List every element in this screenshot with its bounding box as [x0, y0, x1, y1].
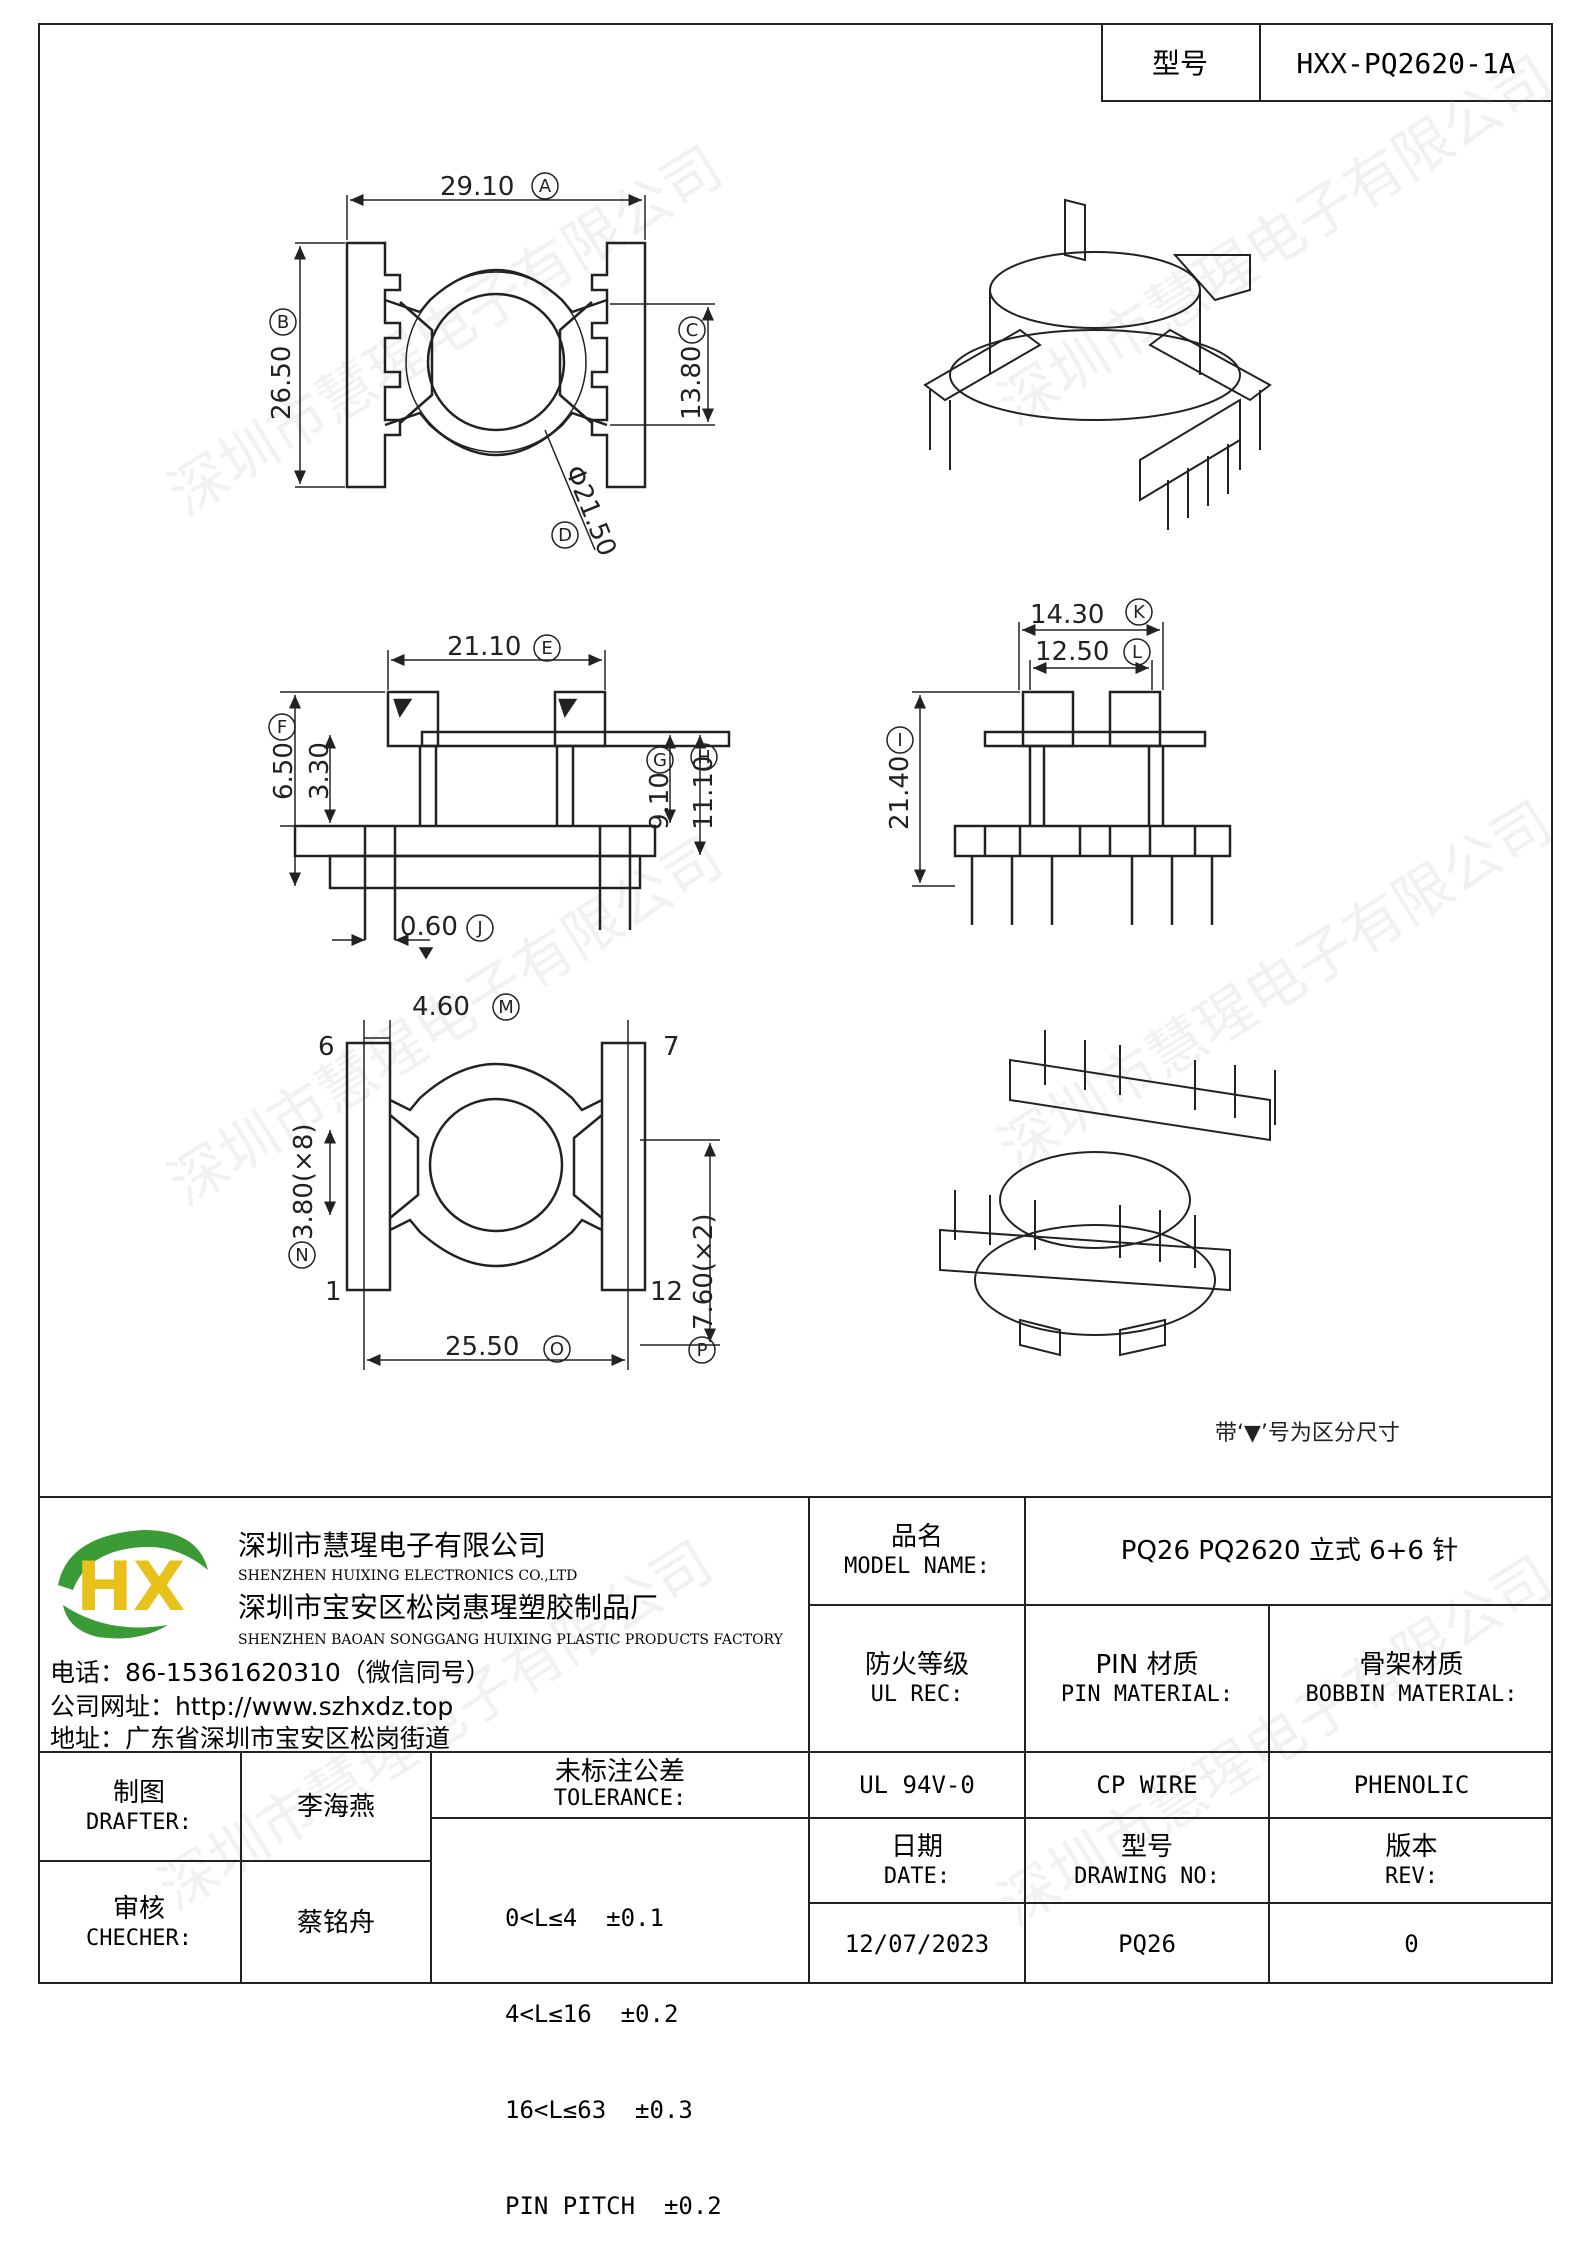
letter-l-marker: L: [1123, 638, 1151, 666]
date-value: 12/07/2023: [844, 1930, 990, 1958]
svg-text:M: M: [498, 997, 514, 1018]
dim-l: 12.50: [1035, 637, 1109, 667]
svg-text:O: O: [550, 1339, 564, 1360]
iso-view-bottom: [939, 1030, 1276, 1357]
model-header-box: [1101, 25, 1551, 102]
letter-c-marker: C: [678, 316, 706, 344]
dim-m: 4.60: [412, 992, 470, 1022]
bottom-view: [345, 1041, 647, 1292]
svg-text:N: N: [295, 1245, 308, 1266]
company-name-en: SHENZHEN HUIXING ELECTRONICS CO.,LTD: [238, 1568, 578, 1584]
svg-text:C: C: [686, 320, 699, 341]
tolerance-line: 4<L≤16 ±0.2: [505, 2000, 679, 2028]
model-name-value: PQ26 PQ2620 立式 6+6 针: [1120, 1536, 1459, 1566]
checker-name: 蔡铭舟: [296, 1908, 375, 1938]
dim-e: 21.10: [447, 632, 521, 662]
company-address: 地址：广东省深圳市宝安区松岗街道: [50, 1724, 451, 1753]
dim-j: 0.60: [400, 912, 458, 942]
company-website: 公司网址：http://www.szhxdz.top: [50, 1692, 454, 1721]
rev-value: 0: [1404, 1930, 1419, 1958]
company-name-cn: 深圳市慧瑆电子有限公司: [238, 1529, 547, 1562]
dim-o: 25.50: [445, 1332, 519, 1362]
drawing-no-value: PQ26: [1118, 1930, 1176, 1958]
pin-label-7: 7: [663, 1032, 680, 1062]
dim-b: 26.50: [267, 346, 297, 420]
letter-p-marker: P: [688, 1336, 716, 1364]
dim-i: 21.40: [885, 756, 915, 830]
note-text: 带‘▼’号为区分尺寸: [1215, 1421, 1400, 1446]
top-view: [345, 241, 647, 489]
dim-a: 29.10: [440, 172, 514, 202]
dim-f: 6.50: [269, 742, 299, 800]
svg-text:A: A: [539, 176, 552, 197]
letter-e-marker: E: [533, 634, 561, 662]
tolerance-line: PIN PITCH ±0.2: [505, 2192, 722, 2220]
tolerance-line: 0<L≤4 ±0.1: [505, 1904, 664, 1932]
dim-k: 14.30: [1030, 600, 1104, 630]
model-name-label: 品名 MODEL NAME:: [844, 1522, 990, 1579]
technical-drawing: 29.10 26.50 13.80 Φ21.50 21.10 6.50 3.30…: [267, 172, 1400, 1446]
dim-g: 9.10: [645, 772, 675, 830]
model-header-label: 型号: [1151, 46, 1208, 80]
factory-name-en: SHENZHEN BAOAN SONGGANG HUIXING PLASTIC …: [238, 1632, 783, 1648]
letter-i-marker: I: [886, 726, 914, 754]
letter-g-marker: G: [646, 746, 674, 774]
svg-text:F: F: [277, 717, 287, 738]
pin-material-value: CP WIRE: [1096, 1771, 1198, 1799]
svg-text:H: H: [697, 747, 711, 768]
bobbin-material-value: PHENOLIC: [1353, 1771, 1470, 1799]
letter-n-marker: N: [288, 1241, 316, 1269]
iso-view-top: [923, 198, 1272, 530]
letter-o-marker: O: [543, 1335, 571, 1363]
svg-text:E: E: [541, 638, 552, 659]
letter-k-marker: K: [1125, 598, 1153, 626]
letter-j-marker: J: [466, 914, 494, 942]
svg-text:P: P: [697, 1340, 708, 1361]
pin-label-12: 12: [650, 1277, 683, 1307]
dim-n: 3.80(×8): [289, 1123, 319, 1240]
svg-text:B: B: [277, 312, 289, 333]
drafter-name: 李海燕: [296, 1791, 375, 1822]
dim-f2: 3.30: [305, 742, 335, 800]
company-logo: HX: [58, 1530, 208, 1639]
model-header-value: HXX-PQ2620-1A: [1296, 47, 1516, 80]
pin-label-6: 6: [318, 1032, 335, 1062]
svg-text:D: D: [558, 525, 572, 546]
letter-f-marker: F: [268, 713, 296, 741]
company-phone: 电话：86-15361620310（微信同号）: [50, 1658, 491, 1687]
dim-h: 11.10: [689, 756, 719, 830]
front-view: [293, 690, 731, 940]
side-view: [953, 690, 1232, 925]
letter-h-marker: H: [690, 743, 718, 771]
tolerance-list: 0<L≤4 ±0.1 4<L≤16 ±0.2 16<L≤63 ±0.3 PIN …: [505, 1838, 722, 2254]
svg-text:L: L: [1132, 642, 1142, 663]
letter-d-marker: D: [551, 521, 579, 549]
pin-label-1: 1: [325, 1277, 342, 1307]
svg-text:G: G: [653, 750, 667, 771]
svg-text:K: K: [1133, 602, 1146, 623]
dim-p: 7.60(×2): [689, 1213, 719, 1330]
factory-name-cn: 深圳市宝安区松岗惠瑆塑胶制品厂: [238, 1591, 659, 1624]
letter-b-marker: B: [269, 308, 297, 336]
svg-text:J: J: [476, 918, 482, 939]
dim-c: 13.80: [677, 346, 707, 420]
letter-m-marker: M: [492, 993, 520, 1021]
ul-rec-value: UL 94V-0: [859, 1771, 975, 1799]
svg-text:HX: HX: [76, 1548, 185, 1627]
letter-a-marker: A: [531, 172, 559, 200]
tolerance-line: 16<L≤63 ±0.3: [505, 2096, 693, 2124]
drawing-frame: [38, 23, 1553, 1984]
svg-text:I: I: [897, 730, 902, 751]
